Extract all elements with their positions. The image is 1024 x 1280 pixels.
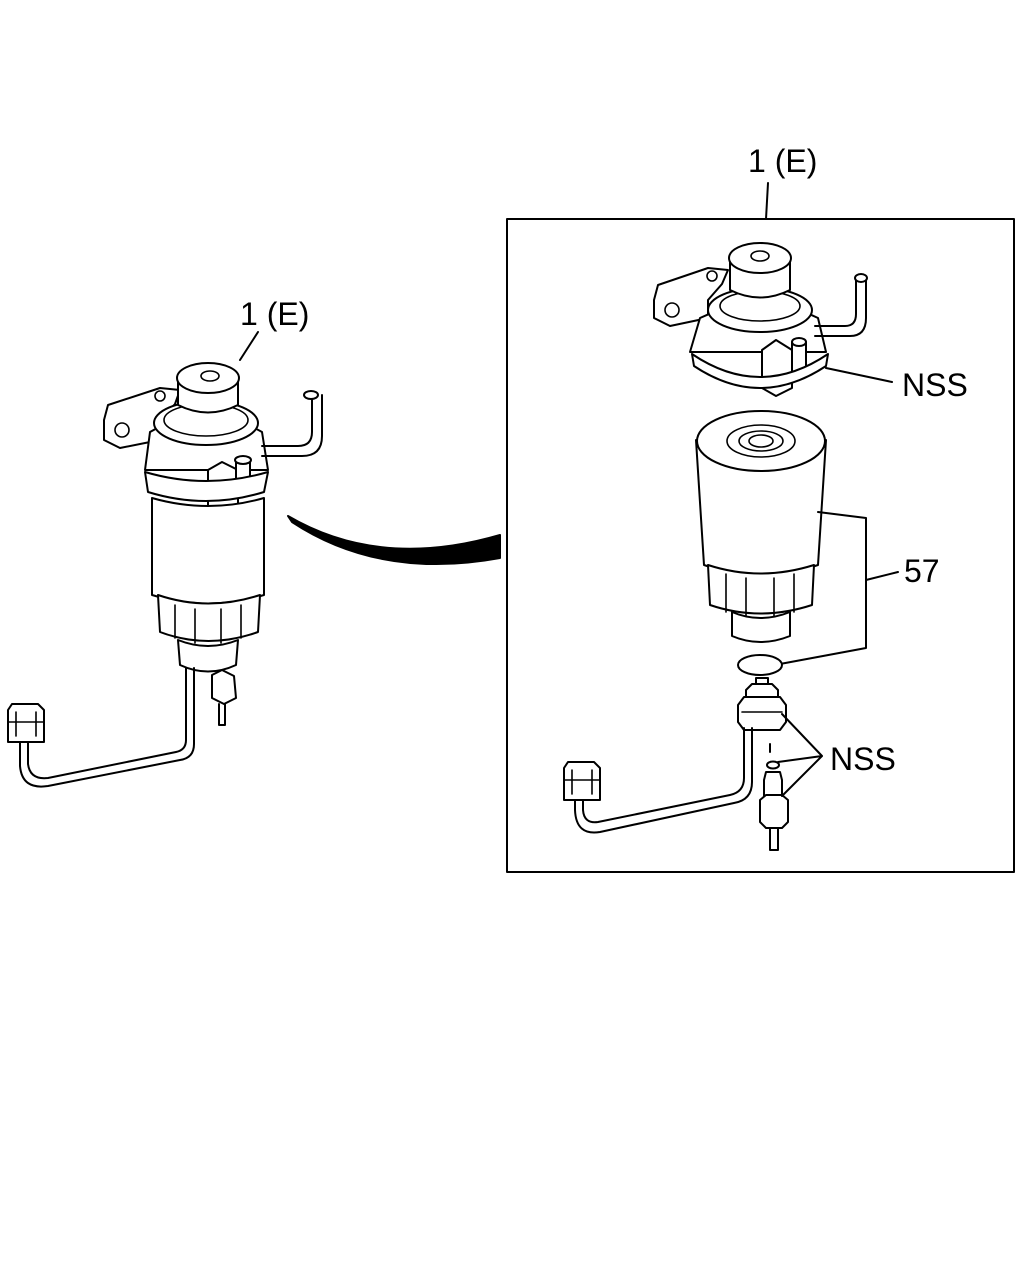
element-leader bbox=[865, 571, 899, 581]
drain-sensor bbox=[563, 677, 787, 834]
nss-gasket-label: NSS bbox=[902, 367, 968, 403]
nss-drain-label: NSS bbox=[830, 741, 896, 777]
filter-head bbox=[653, 242, 868, 397]
assembly-leader-box bbox=[765, 182, 769, 220]
drain-nipple bbox=[759, 771, 789, 851]
drain-o-ring bbox=[766, 760, 780, 770]
element-bracket-leader bbox=[779, 511, 867, 665]
nss-drain-leaders bbox=[777, 713, 823, 797]
element-label: 57 bbox=[904, 553, 940, 589]
assembly-label-left: 1 (E) bbox=[240, 296, 309, 332]
filter-element bbox=[695, 410, 827, 643]
assembly-label-box: 1 (E) bbox=[748, 143, 817, 179]
detail-frame bbox=[506, 218, 1015, 873]
element-o-ring bbox=[737, 654, 783, 676]
detail-pointer-arrow bbox=[287, 515, 501, 566]
assembled-fuel-filter bbox=[7, 362, 323, 788]
nss-gasket-leader bbox=[825, 367, 893, 383]
assembly-leader-left bbox=[239, 331, 259, 361]
